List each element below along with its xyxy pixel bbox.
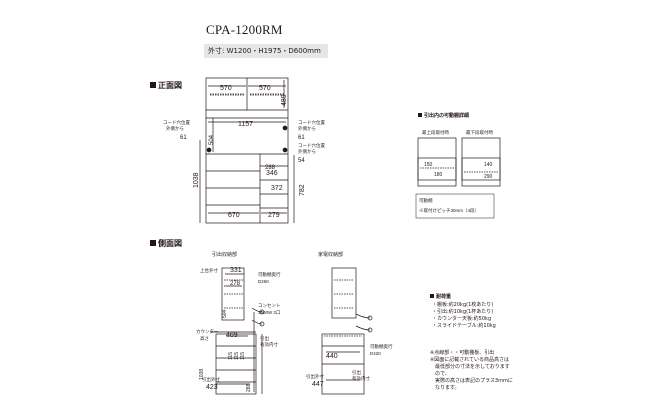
dim-drawer-mid: 346 [266, 170, 278, 177]
dim-right-lower: 54 [298, 158, 305, 164]
load-heading-text: 耐荷重 [436, 294, 452, 300]
detail-lower-outline [461, 137, 501, 187]
side-vdim-6: 1038 [199, 369, 205, 380]
dim-right-height: 61 [298, 135, 305, 141]
dim-left-height: 61 [180, 135, 187, 141]
side-vdim-5: 288 [246, 383, 252, 392]
dim-top-height: 489 [281, 94, 288, 106]
detail-upper-label: 最上段取付時 [422, 129, 449, 136]
side-vdim-3: 115 [234, 352, 240, 360]
dim-drawer-low: 372 [271, 185, 283, 192]
detail-lower-label: 最下段取付時 [466, 129, 493, 136]
outer-dimensions: 外寸: W1200・H1975・D600mm [204, 44, 328, 58]
model-title: CPA-1200RM [206, 22, 283, 37]
side-inner-depth: 278 [230, 281, 241, 287]
side-upper-label: 上台外寸 [200, 267, 218, 274]
side-shelf-depth: D260 [258, 279, 269, 284]
app-shelf-depth: D420 [370, 351, 381, 356]
cord3-line1: コード穴位置 [298, 142, 325, 149]
dim-right-total: 782 [299, 184, 306, 196]
dim-mid-height: 504 [209, 134, 215, 145]
app-slide-line1: 引出 [352, 369, 361, 376]
square-bullet-icon [418, 113, 422, 117]
side-vdim-2: 115 [228, 352, 234, 360]
side-vdim-1: 504 [222, 309, 228, 318]
note-line: 最低部分の寸法を示しております [430, 364, 510, 370]
side-view-heading-text: 側面図 [158, 239, 182, 248]
side-shelf-label: 可動棚奥行 [258, 271, 281, 278]
front-view-heading-text: 正面図 [158, 81, 182, 90]
detail-heading: 引出内の可動棚詳細 [418, 112, 469, 119]
square-bullet-icon [430, 294, 434, 298]
cord2-line2: 外側から [298, 125, 316, 132]
note-line: ※図面に記載されている商品高さは [430, 357, 510, 363]
note-line: なります。 [430, 385, 460, 391]
side-lower-outline [215, 333, 257, 395]
side-view-heading: 側面図 [150, 238, 182, 249]
cord2-line1: コード穴位置 [298, 119, 325, 126]
drawer-section-title: 引出収納部 [212, 251, 237, 258]
load-item: ・スライドテーブル:約10kg [432, 323, 496, 329]
load-item: ・棚板:約20kg(1枚あたり) [432, 302, 494, 308]
detail-note-box [415, 193, 495, 219]
side-counter-line2: 高さ [200, 335, 209, 342]
load-list: ・棚板:約20kg(1枚あたり) ・引出:約10kg(1杯あたり) ・カウンター… [432, 302, 496, 330]
dim-bottom-right: 279 [268, 212, 280, 219]
dim-top-left: 570 [220, 85, 232, 92]
dim-top-right: 570 [259, 85, 271, 92]
app-shelf-label: 可動棚奥行 [370, 343, 393, 350]
detail-lower-top: 140 [484, 162, 493, 168]
app-upper-outline [331, 267, 357, 319]
side-drawer-depth: 423 [206, 384, 218, 391]
note-line: 実際の高さは表記のプラス3mmに [430, 378, 513, 384]
dim-total-height: 1038 [193, 172, 200, 188]
side-upper-depth: 331 [230, 267, 242, 274]
dim-bottom-left: 670 [228, 212, 240, 219]
front-view-heading: 正面図 [150, 80, 182, 91]
load-item: ・カウンター天板:約50kg [432, 316, 492, 322]
app-depth: 440 [326, 353, 338, 360]
side-upper-outline [221, 267, 245, 321]
side-outlet-line1: コンセント [258, 303, 281, 308]
dim-drawer-top: 288 [265, 165, 276, 171]
notes-list: ※点線部・・可動棚板、引出 ※図面に記載されている商品高さは 最低部分の寸法を示… [430, 350, 513, 392]
side-slide-line2: 有効内寸 [260, 341, 278, 348]
square-bullet-icon [150, 82, 156, 88]
load-heading: 耐荷重 [430, 294, 451, 301]
detail-upper-top: 150 [424, 162, 433, 168]
app-slide-line2: 有効内寸 [352, 375, 370, 382]
cord1-line2: 外側から [166, 125, 184, 132]
side-outlet-line2: 1500W 2口 [258, 310, 281, 316]
appliance-section-title: 家電収納部 [318, 251, 343, 258]
side-counter-line1: カウンター [196, 328, 219, 335]
side-vdim-4: 115 [240, 352, 246, 360]
square-bullet-icon [150, 240, 156, 246]
detail-upper-bottom: 180 [434, 172, 443, 178]
note-line: ※点線部・・可動棚板、引出 [430, 350, 495, 356]
app-drawer-label: 引出外寸 [306, 373, 324, 380]
cord3-line2: 外側から [298, 148, 316, 155]
detail-note-line2: ※取付けピッチ30mm（4段） [419, 207, 479, 214]
detail-heading-text: 引出内の可動棚詳細 [424, 113, 470, 119]
detail-lower-bottom: 290 [484, 174, 493, 180]
side-drawer-label: 引出外寸 [202, 376, 220, 383]
side-slide-line1: 引出 [260, 335, 269, 342]
side-counter-depth: 469 [226, 332, 238, 339]
dim-mid-width: 1157 [238, 121, 253, 128]
detail-note-line1: 可動棚 [419, 197, 433, 204]
note-line: ので、 [430, 371, 450, 377]
app-drawer-depth: 447 [312, 381, 324, 388]
cord1-line1: コード穴位置 [163, 119, 190, 126]
load-item: ・引出:約10kg(1杯あたり) [432, 309, 494, 315]
